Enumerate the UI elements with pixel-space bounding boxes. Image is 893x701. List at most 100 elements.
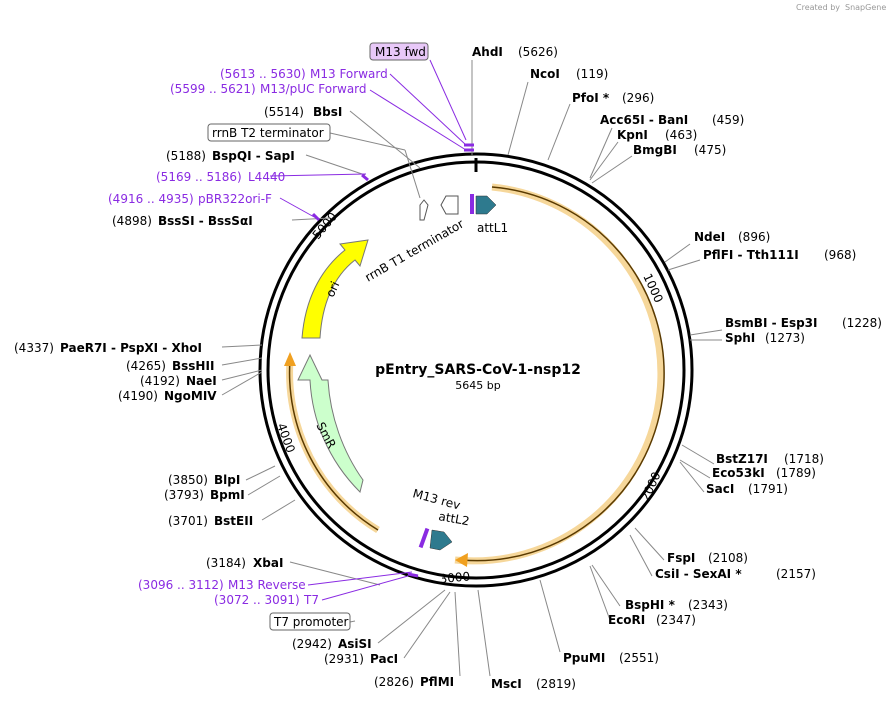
enzyme-msci-pos: (2819)	[536, 677, 576, 691]
primer-m13rev-name: M13 Reverse	[228, 578, 306, 592]
rrnb-t2-feature	[440, 195, 459, 215]
enzyme-acc65i: Acc65I - BanI	[600, 113, 688, 127]
enzyme-saci: SacI	[706, 482, 734, 496]
primer-pbr322-range: (4916 .. 4935)	[108, 192, 194, 206]
enzyme-bsphi: BspHI *	[625, 598, 676, 612]
enzyme-xbai-pos: (3184)	[206, 556, 246, 570]
enzyme-pflmi-pos: (2826)	[374, 675, 414, 689]
m13-fwd-label: M13 fwd	[375, 45, 426, 59]
primer-l4440-name: L4440	[248, 170, 285, 184]
enzyme-ppumi: PpuMI	[563, 651, 605, 665]
snapgene-logo: SnapGene	[845, 3, 886, 12]
enzyme-kpni-pos: (463)	[665, 128, 697, 142]
primer-m13rev-range: (3096 .. 3112)	[138, 578, 224, 592]
credit-text: Created by	[796, 3, 840, 12]
primer-ticks	[311, 143, 474, 578]
enzyme-kpni: KpnI	[617, 128, 648, 142]
enzyme-pfoi: PfoI *	[572, 91, 610, 105]
enzyme-ncoi: NcoI	[530, 67, 560, 81]
enzyme-ecori-pos: (2347)	[656, 613, 696, 627]
enzyme-paci-pos: (2931)	[324, 652, 364, 666]
primer-m13puc-range: (5599 .. 5621)	[170, 82, 256, 96]
enzyme-ncoi-pos: (119)	[576, 67, 608, 81]
enzyme-bstz17i-pos: (1718)	[784, 452, 824, 466]
primer-m13fwd-name: M13 Forward	[310, 67, 388, 81]
rrnb-t1-label: rrnB T1 terminator	[363, 217, 467, 285]
primer-connectors	[269, 59, 467, 601]
enzyme-blpi-pos: (3850)	[168, 473, 208, 487]
tick-3000: 3000	[439, 569, 471, 586]
attl1-label: attL1	[477, 221, 508, 235]
right-connectors	[471, 60, 723, 677]
m13-fwd-box	[369, 42, 429, 61]
enzyme-ecori: EcoRI	[608, 613, 645, 627]
enzyme-ahdi-pos: (5626)	[518, 45, 558, 59]
enzyme-eco53ki: Eco53kI	[712, 466, 765, 480]
enzyme-asisi-pos: (2942)	[292, 637, 332, 651]
enzyme-pflmi: PflMI	[420, 675, 454, 689]
enzyme-bsssi-pos: (4898)	[112, 214, 152, 228]
enzyme-paer7i: PaeR7I - PspXI - XhoI	[60, 341, 202, 355]
enzyme-bspqi-pos: (5188)	[166, 149, 206, 163]
tick-2000: 2000	[638, 470, 664, 504]
enzyme-asisi: AsiSI	[338, 637, 372, 651]
ori-feature	[301, 239, 369, 339]
primer-m13fwd-range: (5613 .. 5630)	[220, 67, 306, 81]
enzyme-bsssi: BssSI - BssSαI	[158, 214, 253, 228]
ori-label: ori	[323, 279, 342, 299]
enzyme-pflfi: PflFI - Tth111I	[703, 248, 799, 262]
enzyme-bbsi: BbsI	[313, 105, 342, 119]
enzyme-csii-pos: (2157)	[776, 567, 816, 581]
enzyme-bsteii-pos: (3701)	[168, 514, 208, 528]
enzyme-sphi-pos: (1273)	[765, 331, 805, 345]
enzyme-blpi: BlpI	[214, 473, 240, 487]
t7-promoter-label: T7 promoter	[273, 615, 349, 629]
primer-m13puc-name: M13/pUC Forward	[260, 82, 367, 96]
insert-arrow	[455, 553, 468, 567]
enzyme-pfoi-pos: (296)	[622, 91, 654, 105]
insert-arc	[461, 186, 665, 562]
enzyme-bsmbi: BsmBI - Esp3I	[725, 316, 817, 330]
enzyme-fspi: FspI	[667, 551, 695, 565]
primer-l4440-range: (5169 .. 5186)	[156, 170, 242, 184]
enzyme-bpmi-pos: (3793)	[164, 488, 204, 502]
enzyme-paci: PacI	[370, 652, 398, 666]
enzyme-saci-pos: (1791)	[748, 482, 788, 496]
rrnb-t2-label: rrnB T2 terminator	[212, 126, 324, 140]
enzyme-acc65i-pos: (459)	[712, 113, 744, 127]
primer-t7-range: (3072 .. 3091)	[214, 593, 300, 607]
right-enzymes: AhdI (5626) NcoI (119) PfoI * (296) Acc6…	[472, 45, 882, 691]
primer-labels: (5613 .. 5630) M13 Forward (5599 .. 5621…	[108, 67, 388, 607]
insert-arc-glow	[454, 183, 665, 565]
enzyme-pflfi-pos: (968)	[824, 248, 856, 262]
enzyme-ndei: NdeI	[694, 230, 725, 244]
enzyme-bmgbi: BmgBI	[633, 143, 677, 157]
enzyme-bsmbi-pos: (1228)	[842, 316, 882, 330]
left-connectors	[221, 110, 461, 677]
enzyme-fspi-pos: (2108)	[708, 551, 748, 565]
enzyme-csii: CsiI - SexAI *	[655, 567, 742, 581]
attl2-feature	[429, 529, 453, 551]
enzyme-sphi: SphI	[725, 331, 755, 345]
enzyme-ppumi-pos: (2551)	[619, 651, 659, 665]
enzyme-bsshii-pos: (4265)	[126, 359, 166, 373]
enzyme-bsshii: BssHII	[172, 359, 214, 373]
primer-pbr322-name: pBR322ori-F	[198, 192, 272, 206]
enzyme-bstz17i: BstZ17I	[716, 452, 768, 466]
enzyme-bsteii: BstEII	[214, 514, 253, 528]
primer-t7-name: T7	[303, 593, 319, 607]
enzyme-bmgbi-pos: (475)	[694, 143, 726, 157]
attl1-marker	[470, 194, 474, 214]
left-enzymes: (5514) BbsI (5188) BspQI - SapI (4898) B…	[14, 105, 454, 689]
enzyme-ngomiv: NgoMIV	[164, 389, 217, 403]
enzyme-ndei-pos: (896)	[738, 230, 770, 244]
enzyme-msci: MscI	[491, 677, 522, 691]
rrnb-t2-box	[207, 123, 331, 142]
enzyme-paer7i-pos: (4337)	[14, 341, 54, 355]
rrnb-t1-feature	[419, 199, 429, 221]
attl2-label: attL2	[437, 509, 470, 528]
plasmid-size: 5645 bp	[455, 379, 500, 392]
enzyme-bpmi: BpmI	[210, 488, 245, 502]
attl1-feature	[475, 195, 497, 215]
